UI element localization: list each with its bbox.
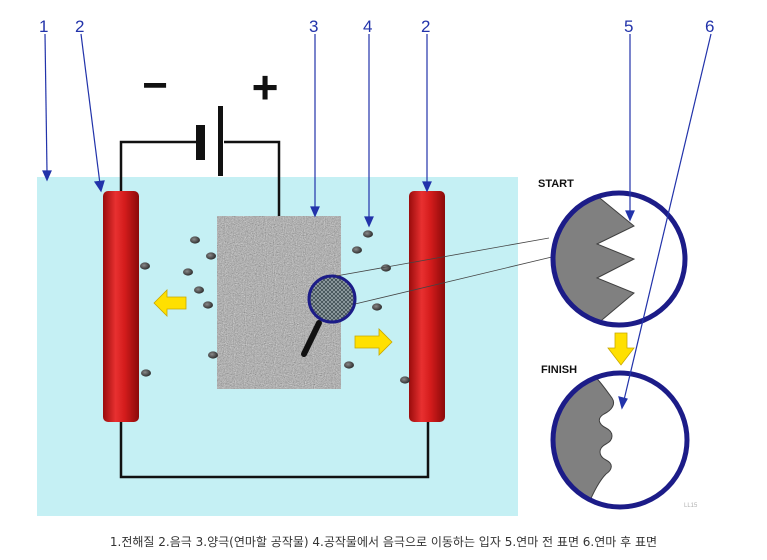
particle <box>183 268 193 276</box>
particle <box>381 264 391 272</box>
particle <box>344 361 354 369</box>
label-2-left: 2 <box>75 17 84 36</box>
start-label: START <box>538 178 574 190</box>
particle <box>400 376 410 384</box>
label-6: 6 <box>705 17 714 36</box>
label-5: 5 <box>624 17 633 36</box>
watermark: LL15 <box>684 503 698 509</box>
wire-positive <box>224 140 281 218</box>
label-4: 4 <box>363 17 372 36</box>
magnifier-icon <box>301 274 357 357</box>
minus-sign: − <box>142 61 168 110</box>
plus-sign: + <box>252 61 279 113</box>
particle <box>206 252 216 260</box>
particles <box>140 230 410 384</box>
particle <box>190 236 200 244</box>
label-1: 1 <box>39 17 48 36</box>
leader-lines <box>42 33 712 410</box>
battery-icon <box>196 106 223 176</box>
arrow-down <box>607 332 635 366</box>
particle <box>203 301 213 309</box>
particle <box>194 286 204 294</box>
label-3: 3 <box>309 17 318 36</box>
arrow-left <box>153 289 187 317</box>
particle <box>363 230 373 238</box>
particle <box>141 369 151 377</box>
wire-top <box>119 140 199 193</box>
surface-after <box>550 370 690 510</box>
surface-before <box>550 190 688 328</box>
finish-label: FINISH <box>541 364 577 376</box>
arrow-right <box>354 328 393 356</box>
particle <box>208 351 218 359</box>
wire-bottom <box>119 420 430 479</box>
particle <box>140 262 150 270</box>
cathode-right <box>409 191 445 422</box>
particle <box>352 246 362 254</box>
label-2-right: 2 <box>421 17 430 36</box>
legend-caption: 1.전해질 2.음극 3.양극(연마할 공작물) 4.공작물에서 음극으로 이동… <box>109 535 658 549</box>
particle <box>372 303 382 311</box>
zoom-line-lower <box>354 255 557 305</box>
zoom-line-upper <box>335 237 550 277</box>
cathode-left <box>103 191 139 422</box>
